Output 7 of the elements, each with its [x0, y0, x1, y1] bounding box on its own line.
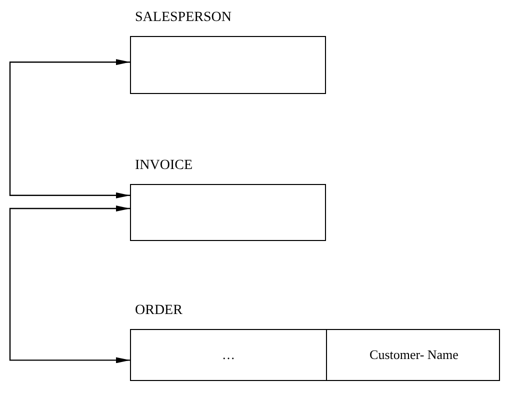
entity-name: SALESPERSON	[135, 10, 232, 26]
entity-name: ORDER	[135, 303, 182, 319]
arrow	[9, 59, 130, 198]
entity-name: INVOICE	[135, 158, 193, 174]
attribute-cell: …	[131, 330, 326, 380]
arrow	[9, 206, 130, 364]
attribute-cell: Customer- Name	[326, 330, 501, 380]
